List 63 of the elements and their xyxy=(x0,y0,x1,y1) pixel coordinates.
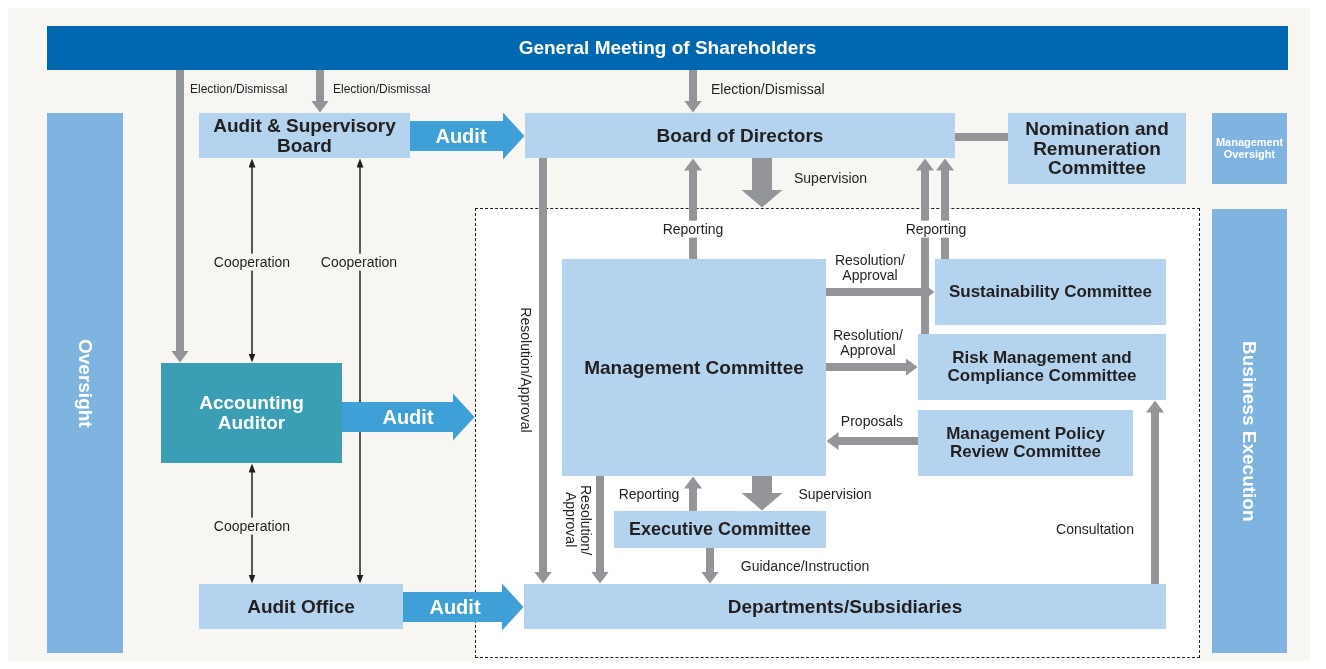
arrow xyxy=(534,158,552,584)
block-arrow xyxy=(403,583,524,631)
box-label: Oversight xyxy=(73,338,97,428)
arrow xyxy=(1146,400,1164,584)
edge-label: Cooperation xyxy=(318,253,400,271)
side-band xyxy=(47,113,123,653)
arrow xyxy=(356,158,364,584)
box-label: Management Oversight xyxy=(1214,136,1285,161)
process-box xyxy=(525,113,955,158)
arrow xyxy=(936,158,954,259)
process-box xyxy=(161,363,342,463)
header-bar xyxy=(47,26,1288,70)
box-label: Audit & Supervisory Board xyxy=(212,115,397,156)
box-label: Audit Office xyxy=(246,596,356,617)
box-label: Sustainability Committee xyxy=(947,283,1154,301)
edge-label: Proposals xyxy=(838,412,906,430)
arrow xyxy=(684,158,702,259)
process-box xyxy=(918,334,1166,400)
arrow xyxy=(171,70,189,363)
block-arrow xyxy=(342,393,475,441)
arrow xyxy=(684,476,702,511)
box-label: Management Policy Review Committee xyxy=(945,425,1106,461)
box-label: Board of Directors xyxy=(655,125,825,146)
arrow xyxy=(684,70,702,113)
connector-line xyxy=(955,133,1008,141)
arrow xyxy=(311,70,329,113)
process-box xyxy=(614,511,826,548)
arrow xyxy=(248,158,256,363)
arrow xyxy=(591,476,609,584)
arrow xyxy=(701,548,719,584)
process-box xyxy=(1008,113,1186,184)
arrow xyxy=(741,158,783,208)
edge-label: Audit xyxy=(434,124,488,148)
edge-label: Reporting xyxy=(660,220,726,238)
side-band xyxy=(1212,209,1287,653)
box-label: Nomination and Remuneration Committee xyxy=(1024,118,1170,179)
box-label: Business Execution xyxy=(1238,340,1262,522)
box-label: Risk Management and Compliance Committee xyxy=(946,349,1138,385)
process-box xyxy=(199,584,403,629)
edge-label: Supervision xyxy=(792,169,870,187)
edge-label: Audit xyxy=(381,405,435,429)
arrow xyxy=(826,432,918,450)
edge-label: Cooperation xyxy=(211,253,293,271)
arrow xyxy=(916,158,934,334)
edge-label: Supervision xyxy=(796,485,874,503)
box-label: Executive Committee xyxy=(627,520,813,539)
edge-label: Cooperation xyxy=(211,517,293,535)
arrow xyxy=(826,358,918,376)
arrow xyxy=(741,476,783,511)
box-label: Management Committee xyxy=(583,357,805,378)
box-label: Accounting Auditor xyxy=(198,393,305,433)
edge-label: Reporting xyxy=(903,220,969,238)
process-box xyxy=(935,259,1166,325)
box-label: Departments/Subsidiaries xyxy=(726,596,964,617)
side-band xyxy=(1212,113,1287,184)
edge-label: Audit xyxy=(428,595,482,619)
block-arrow xyxy=(410,112,525,160)
process-box xyxy=(918,410,1133,476)
process-box xyxy=(562,259,826,476)
box-label: General Meeting of Shareholders xyxy=(517,38,818,58)
edge-label: Reporting xyxy=(616,485,682,503)
process-box xyxy=(524,584,1166,629)
process-box xyxy=(199,113,410,158)
